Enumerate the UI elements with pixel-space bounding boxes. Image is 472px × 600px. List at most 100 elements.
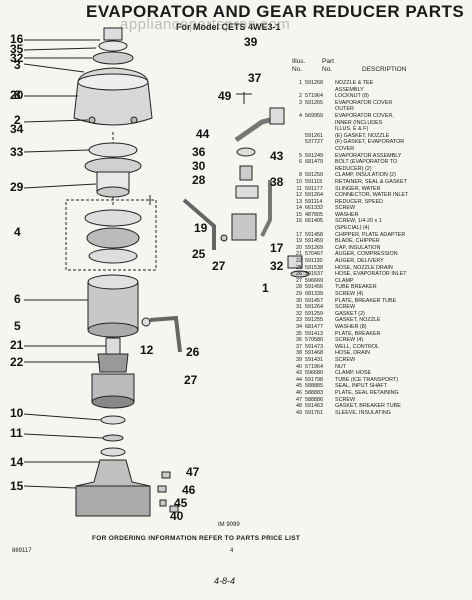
part-number: 487805 [305,211,323,218]
part-number: 591264 [305,304,323,311]
image-number: IM 9099 [218,522,240,528]
callout-label: 4 [14,225,21,239]
part-description: WASHER (8) [335,323,367,330]
part-description: WELL, CONTROL [335,343,380,350]
part-description: TUBE (ICE TRANSPORT) [335,376,398,383]
illus-number: 22 [296,258,302,265]
callout-label: 45 [174,496,188,510]
table-row: OUTER [288,106,468,113]
part-number: 591473 [305,343,323,350]
part-description: ASSEMBLY [335,86,364,93]
part-description: PLATE, SEAL RETAINING [335,389,399,396]
callout-label: 17 [270,241,284,255]
part-description: SCREW [335,396,356,403]
handwritten-note: 4-8-4 [214,576,236,586]
callout-label: 37 [248,71,262,85]
callout-label: 44 [196,127,210,141]
table-row: COVER [288,146,468,153]
part-description: SCREW, 1/4-20 x 1 [335,218,382,225]
part-number: 591538 [305,264,323,271]
part-description: SLINGER, WATER [335,185,381,192]
illus-number: 15 [296,211,302,218]
part-description: (F) GASKET, EVAPORATOR [335,139,405,146]
part-number: 591255 [305,317,323,324]
part-description: SCREW [335,356,356,363]
callout-labels-mid: 36 30 28 25 19 27 12 26 27 47 46 45 40 [140,145,226,523]
illus-number: 44 [296,376,302,383]
part-description: SCREW [335,205,356,212]
part-number: 591537 [305,271,323,278]
part-number: 588886 [305,396,323,403]
illus-number: 38 [296,350,302,357]
illus-number: 28 [296,284,302,291]
callout-label: 6 [14,292,21,306]
part-number: 569959 [305,112,323,119]
part-description: CLAMP, HOSE [335,370,372,377]
illus-number: 34 [296,323,302,330]
part-header: Part No. [322,58,334,73]
part-description: CLAMP [335,277,354,284]
part-number: 591261 [305,132,323,139]
illus-number: 37 [296,343,302,350]
part-description: PLATE, BREAKER [335,330,381,337]
part-number: 591250 [305,172,323,179]
part-number [305,225,335,232]
part-description: RETAINER, SEAL & GASKET [335,178,407,185]
part-description: EVAPORATOR COVER [335,99,393,106]
illus-number: 17 [296,231,302,238]
part-number: 537727 [305,139,323,146]
part-description: GASKET (2) [335,310,365,317]
callout-label: 47 [186,465,200,479]
callout-label: 5 [14,319,21,333]
illus-number: 29 [296,291,302,297]
part-description: NOZZLE & TEE [335,80,374,86]
part-description: PLATE, BREAKER TUBE [335,297,397,304]
illus-number [288,166,305,173]
illus-number [288,126,305,133]
illus-number: 19 [296,238,302,245]
illus-number: 45 [296,383,302,390]
illus-number: 11 [296,185,302,192]
illus-number: 36 [296,337,302,344]
illus-number: 21 [296,251,302,258]
callout-label: 1 [262,281,269,295]
callout-label: 25 [192,247,206,261]
illus-number [288,139,305,146]
callout-label: 11 [10,426,23,440]
callout-label: 43 [270,149,284,163]
table-row: INNER (INCLUDES [288,120,468,127]
illus-number: 48 [296,403,302,410]
footer-note: FOR ORDERING INFORMATION REFER TO PARTS … [92,535,301,542]
callout-label: 8 [14,88,21,102]
callout-label: 19 [194,221,208,235]
part-description: SCREW (4) [335,291,364,297]
part-number [305,87,335,94]
callout-label: 34 [10,122,24,136]
part-number: 570467 [305,251,323,258]
callout-label: 49 [218,89,232,103]
part-description: WASHER [335,211,359,218]
illus-number: 3 [299,99,302,106]
illus-header: Illus. No. [292,58,306,73]
table-row: REDUCER) (2) [288,166,468,173]
part-number: 591798 [305,376,323,383]
part-number: 591130 [305,258,323,265]
part-description: REDUCER) (2) [335,165,372,172]
callout-label: 36 [192,145,206,159]
illus-number: 49 [296,409,302,416]
illus-number [288,87,305,94]
